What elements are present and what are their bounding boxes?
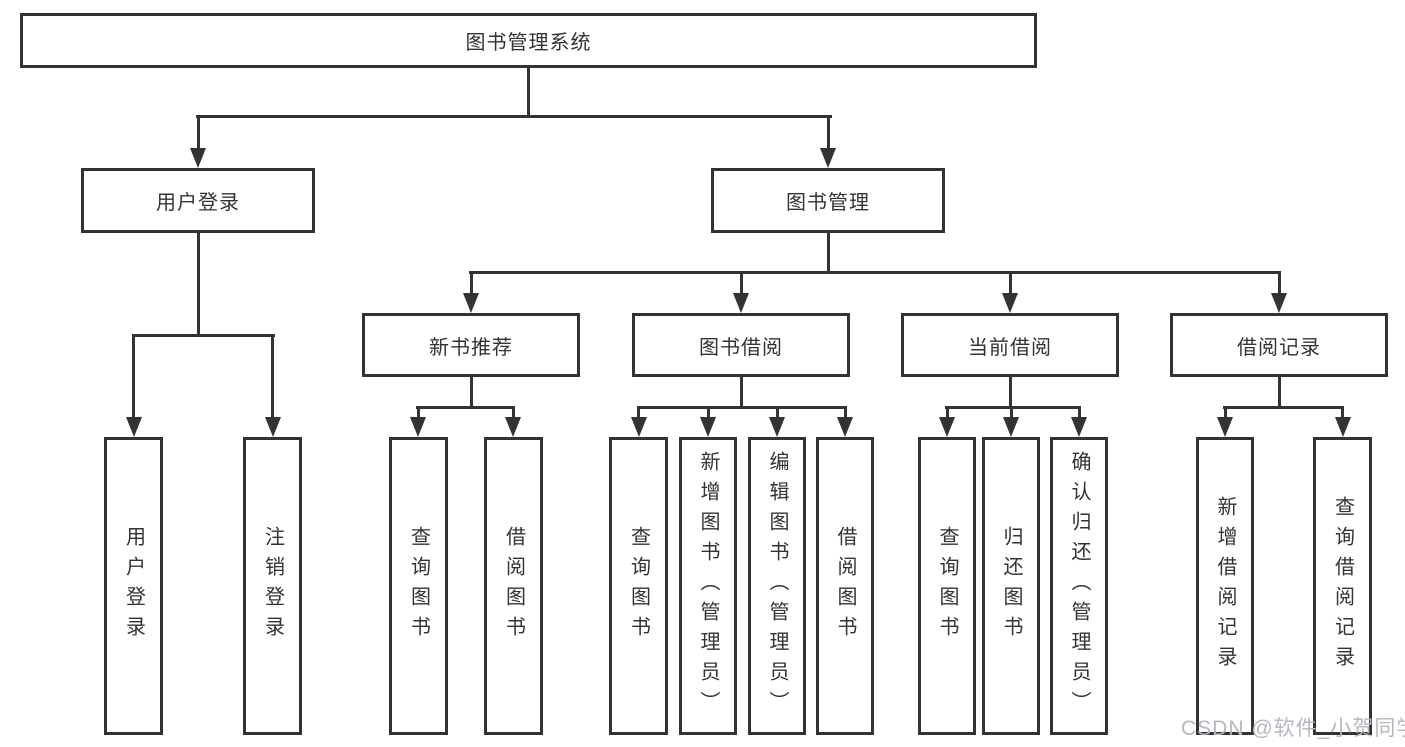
connector-branch-l2: [196, 115, 832, 118]
leaf-borrow-books-recommend: 借阅图书: [484, 437, 543, 735]
connector-drop: [470, 271, 473, 296]
leaf-query-books-current: 查询图书: [918, 437, 976, 735]
leaf-query-books-recommend: 查询图书: [389, 437, 448, 735]
node-label: 用户登录: [156, 192, 240, 214]
connector-stem: [1009, 377, 1012, 409]
node-label: 借阅记录: [1237, 336, 1321, 359]
arrowhead-down-icon: [126, 417, 142, 437]
leaf-add-book-admin: 新增图书（管理员）: [679, 437, 737, 735]
node-label: 查询图书: [627, 526, 650, 646]
connector-drop: [1010, 406, 1013, 420]
node-user-login: 用户登录: [81, 168, 315, 233]
node-label: 新书推荐: [429, 336, 513, 359]
arrowhead-down-icon: [190, 148, 206, 168]
arrowhead-down-icon: [1003, 417, 1019, 437]
node-label: 图书管理系统: [465, 32, 592, 54]
arrowhead-down-icon: [1002, 293, 1018, 313]
node-root-library-system: 图书管理系统: [20, 13, 1037, 68]
connector-drop: [637, 406, 640, 420]
leaf-confirm-return-admin: 确认归还（管理员）: [1050, 437, 1108, 735]
connector-branch-bookborrow: [637, 406, 847, 409]
arrowhead-down-icon: [1217, 417, 1233, 437]
node-label: 归还图书: [1000, 526, 1022, 646]
arrowhead-down-icon: [939, 417, 955, 437]
arrowhead-down-icon: [463, 293, 479, 313]
arrowhead-down-icon: [505, 417, 521, 437]
connector-drop: [132, 334, 135, 420]
arrowhead-down-icon: [410, 417, 426, 437]
node-label: 用户登录: [122, 526, 145, 646]
node-label: 当前借阅: [968, 336, 1052, 359]
connector-branch-l3: [469, 271, 1280, 274]
node-new-book-recommend: 新书推荐: [362, 313, 580, 377]
arrowhead-down-icon: [700, 417, 716, 437]
connector-branch-userlogin: [132, 334, 275, 337]
node-label: 查询借阅记录: [1331, 496, 1354, 676]
connector-drop: [1341, 406, 1344, 420]
arrowhead-down-icon: [265, 417, 281, 437]
node-label: 编辑图书（管理员）: [766, 451, 788, 721]
connector-branch-newbook: [416, 406, 515, 409]
connector-root-stem: [527, 68, 530, 118]
arrowhead-down-icon: [1335, 417, 1351, 437]
connector-drop: [417, 406, 420, 420]
connector-bookmgmt-stem: [827, 233, 830, 274]
connector-drop: [946, 406, 949, 420]
connector-stem: [740, 377, 743, 409]
node-label: 查询图书: [936, 526, 958, 646]
leaf-borrow-books: 借阅图书: [816, 437, 874, 735]
leaf-query-books-borrow: 查询图书: [609, 437, 668, 735]
connector-drop: [827, 115, 830, 151]
connector-drop: [271, 334, 274, 420]
connector-drop: [776, 406, 779, 420]
arrowhead-down-icon: [1071, 417, 1087, 437]
arrowhead-down-icon: [837, 417, 853, 437]
connector-branch-currentborrow: [945, 406, 1081, 409]
connector-userlogin-stem: [197, 233, 200, 337]
connector-drop: [740, 271, 743, 296]
node-label: 查询图书: [407, 526, 430, 646]
arrowhead-down-icon: [820, 148, 836, 168]
connector-drop: [1078, 406, 1081, 420]
leaf-edit-book-admin: 编辑图书（管理员）: [748, 437, 806, 735]
arrowhead-down-icon: [631, 417, 647, 437]
arrowhead-down-icon: [733, 293, 749, 313]
node-borrowing-records: 借阅记录: [1170, 313, 1388, 377]
node-current-borrowing: 当前借阅: [901, 313, 1119, 377]
node-book-borrowing: 图书借阅: [632, 313, 850, 377]
connector-drop: [707, 406, 710, 420]
connector-drop: [1278, 271, 1281, 296]
watermark: CSDN @软件_小贺同学: [1181, 717, 1405, 740]
connector-branch-borrowrecord: [1223, 406, 1344, 409]
leaf-logout: 注销登录: [243, 437, 302, 735]
connector-drop: [197, 115, 200, 151]
connector-drop: [844, 406, 847, 420]
node-label: 借阅图书: [834, 526, 856, 646]
leaf-return-book: 归还图书: [982, 437, 1040, 735]
arrowhead-down-icon: [769, 417, 785, 437]
connector-drop: [1224, 406, 1227, 420]
node-book-management: 图书管理: [711, 168, 945, 233]
leaf-user-login: 用户登录: [104, 437, 163, 735]
node-label: 新增图书（管理员）: [697, 451, 719, 721]
node-label: 图书借阅: [699, 336, 783, 359]
connector-stem: [1278, 377, 1281, 409]
node-label: 借阅图书: [502, 526, 525, 646]
connector-stem: [470, 377, 473, 409]
node-label: 新增借阅记录: [1214, 496, 1236, 676]
node-label: 图书管理: [786, 192, 870, 214]
node-label: 注销登录: [261, 526, 284, 646]
leaf-add-borrow-record: 新增借阅记录: [1196, 437, 1254, 735]
arrowhead-down-icon: [1271, 293, 1287, 313]
connector-drop: [512, 406, 515, 420]
leaf-query-borrow-record: 查询借阅记录: [1313, 437, 1372, 735]
connector-drop: [1009, 271, 1012, 296]
node-label: 确认归还（管理员）: [1068, 451, 1090, 721]
